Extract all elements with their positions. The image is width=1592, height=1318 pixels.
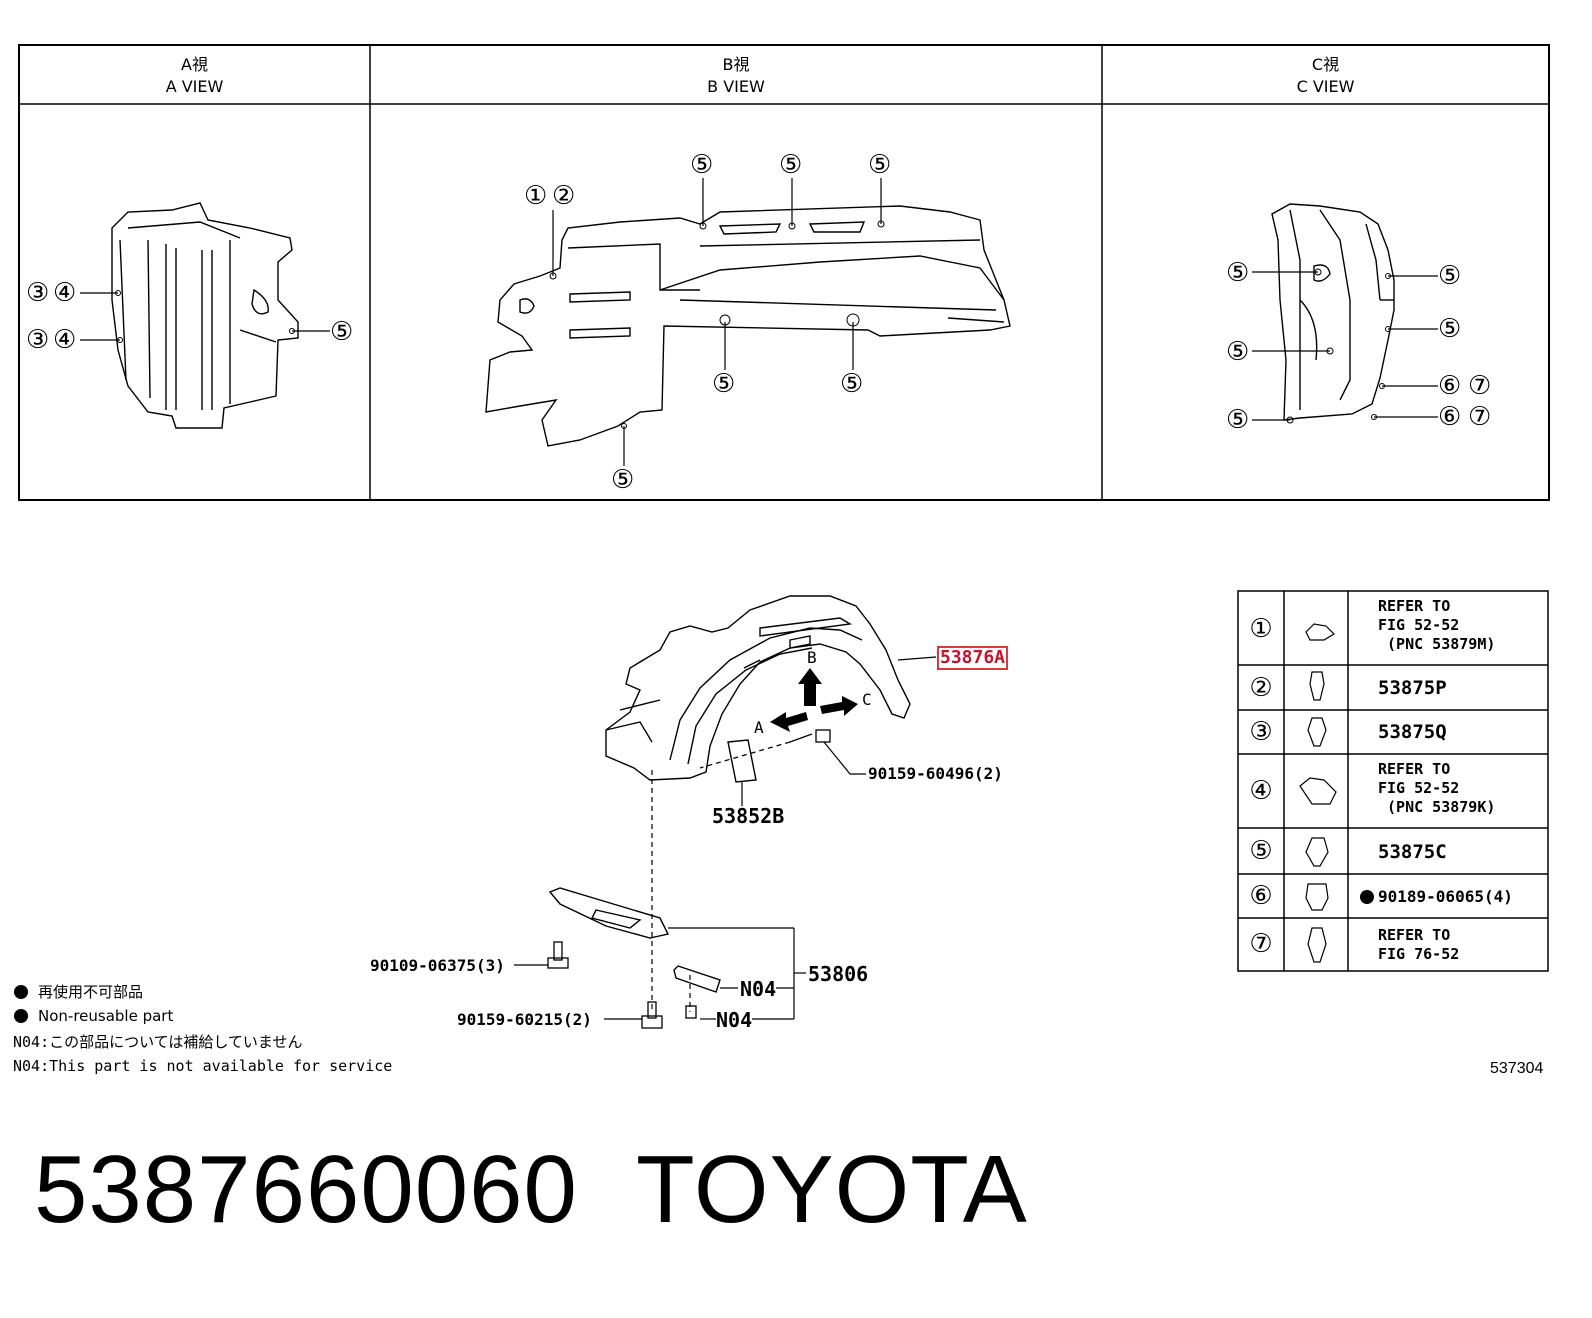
bolt-90159-60215-label[interactable]: 90159-60215(2) (457, 1010, 592, 1029)
callout-5: ⑤ (712, 369, 736, 399)
bolt-90159-60496 (789, 729, 831, 743)
callout-5: ⑤ (1226, 337, 1250, 367)
ref-num-2: ② (1249, 673, 1273, 703)
legend-n04: N04:この部品については補給していません N04:This part is n… (13, 1030, 392, 1078)
ref-table-grid (1237, 590, 1549, 972)
callout-7: ⑦ (1468, 371, 1492, 401)
fender-liner-drawing (605, 595, 911, 781)
c-view-leaders (1252, 271, 1438, 421)
a-view-header: A視 A VIEW (19, 54, 370, 98)
callout-5: ⑤ (840, 369, 864, 399)
legend-dot-icon (14, 985, 28, 999)
ref-text-7: REFER TO FIG 76-52 (1378, 926, 1460, 963)
b-view-leaders (552, 178, 882, 466)
b-view-jp: B視 (722, 55, 750, 74)
callout-4: ④ (53, 325, 77, 355)
a-view-leaders (80, 292, 330, 341)
a-view-jp: A視 (181, 55, 208, 74)
c-view-header: C視 C VIEW (1102, 54, 1549, 98)
callout-5: ⑤ (1226, 405, 1250, 435)
n04-lower-label: N04 (716, 1008, 753, 1032)
callout-6: ⑥ (1438, 371, 1462, 401)
b-view-en: B VIEW (707, 77, 765, 96)
ref-num-4: ④ (1249, 776, 1273, 806)
ref-num-6: ⑥ (1249, 881, 1273, 911)
figure-number: 537304 (1490, 1060, 1544, 1077)
callout-5: ⑤ (868, 150, 892, 180)
part-53876a-label[interactable]: 53876A (937, 646, 1009, 670)
ref-text-4: REFER TO FIG 52-52 (PNC 53879K) (1378, 760, 1496, 816)
c-view-en: C VIEW (1296, 77, 1355, 96)
bolt-90159-60215 (641, 1001, 663, 1029)
callout-1: ① (524, 181, 548, 211)
callout-6: ⑥ (1438, 402, 1462, 432)
plate-53852b-label[interactable]: 53852B (712, 804, 785, 828)
bracket-leaders (514, 927, 806, 1020)
non-reusable-dot-icon (1360, 890, 1374, 904)
ref-num-3: ③ (1249, 717, 1273, 747)
arrow-a-label: A (754, 718, 764, 737)
callout-3: ③ (26, 325, 50, 355)
ref-text-3[interactable]: 53875Q (1378, 721, 1447, 743)
bolt-90159-60496-label[interactable]: 90159-60496(2) (868, 764, 1003, 783)
footer-brand: TOYOTA (636, 1136, 1028, 1243)
callout-5: ⑤ (1226, 258, 1250, 288)
ref-num-1: ① (1249, 614, 1273, 644)
bolt-90109-06375-label[interactable]: 90109-06375(3) (370, 956, 505, 975)
ref-text-2[interactable]: 53875P (1378, 677, 1447, 699)
plate-drawing (727, 739, 757, 783)
assembly-dashes (651, 741, 791, 1012)
legend-dot-icon (14, 1009, 28, 1023)
a-view-en: A VIEW (165, 77, 224, 96)
callout-5: ⑤ (1438, 261, 1462, 291)
view-arrows (770, 668, 858, 732)
callout-5: ⑤ (779, 150, 803, 180)
bolt-n04 (685, 1005, 697, 1019)
footer-part-number: 5387660060 (34, 1136, 578, 1243)
callout-3: ③ (26, 278, 50, 308)
bracket-53806-label[interactable]: 53806 (808, 962, 869, 986)
arrow-b-label: B (807, 648, 817, 667)
ref-table-icons (1299, 623, 1337, 963)
bolt-90109-06375 (547, 941, 569, 969)
callout-5: ⑤ (690, 150, 714, 180)
callout-5: ⑤ (611, 465, 635, 495)
ref-num-5: ⑤ (1249, 836, 1273, 866)
callout-4: ④ (53, 278, 77, 308)
legend-en-nonreusable: Non-reusable part (38, 1007, 174, 1025)
legend-jp-nonreusable: 再使用不可部品 (38, 983, 144, 1001)
legend: 再使用不可部品 Non-reusable part (38, 980, 173, 1028)
legend-jp-n04: N04:この部品については補給していません (13, 1033, 303, 1051)
callout-7: ⑦ (1468, 402, 1492, 432)
legend-en-n04: N04:This part is not available for servi… (13, 1057, 393, 1075)
callout-2: ② (552, 181, 576, 211)
a-view-drawing (111, 202, 299, 429)
b-view-header: B視 B VIEW (370, 54, 1102, 98)
c-view-drawing (1271, 203, 1395, 421)
c-view-jp: C視 (1311, 55, 1340, 74)
arrow-c-label: C (862, 690, 872, 709)
ref-text-1: REFER TO FIG 52-52 (PNC 53879M) (1378, 597, 1496, 653)
callout-5: ⑤ (330, 317, 354, 347)
lower-bracket-drawing (548, 887, 721, 993)
b-view-drawing (485, 205, 1011, 447)
ref-num-7: ⑦ (1249, 929, 1273, 959)
ref-text-6[interactable]: 90189-06065(4) (1378, 887, 1513, 906)
callout-5: ⑤ (1438, 314, 1462, 344)
n04-upper-label: N04 (740, 977, 777, 1001)
ref-text-5[interactable]: 53875C (1378, 841, 1447, 863)
